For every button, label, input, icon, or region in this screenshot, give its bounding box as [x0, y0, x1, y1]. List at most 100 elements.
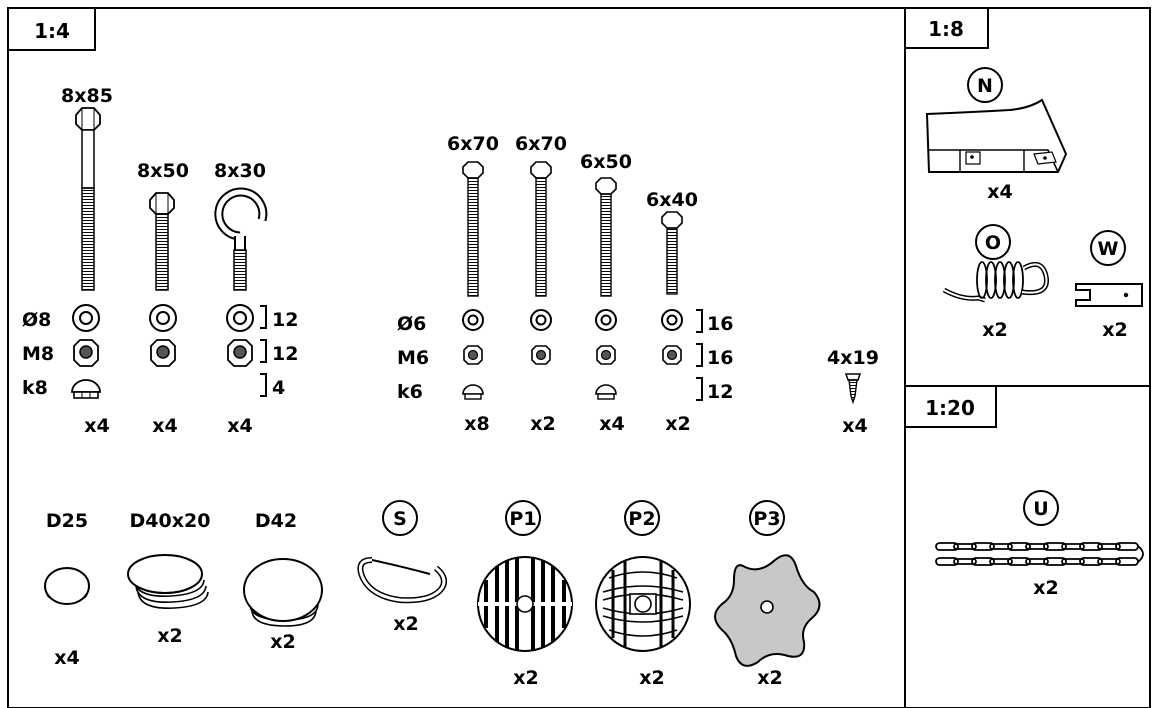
- knob-p3-icon: [714, 554, 821, 667]
- bolt-6x50-icon: [595, 177, 617, 297]
- cap-nut-icon: [71, 379, 101, 399]
- quantity-label: x2: [513, 667, 538, 689]
- disc-p2-icon: [595, 556, 691, 652]
- quantity-label: x4: [842, 415, 867, 437]
- quantity-label: x2: [157, 625, 182, 647]
- bolt-6x40-icon: [661, 211, 683, 295]
- end-cap-d25-icon: [44, 567, 90, 605]
- scale-label-main: 1:4: [34, 19, 70, 43]
- bolt-6x70-icon: [530, 161, 552, 297]
- scale-box-right-top: 1:8: [905, 8, 989, 49]
- hook-bolt-8x30-icon: [214, 187, 268, 291]
- bolt-size-label: 6x40: [646, 189, 698, 211]
- quantity-label: x4: [54, 647, 79, 669]
- bolt-size-label: 8x85: [61, 85, 113, 107]
- nut-icon: [463, 345, 483, 365]
- end-cap-d40x20-icon: [127, 554, 209, 609]
- screw-size-label: 4x19: [827, 347, 879, 369]
- row-count: 12: [707, 381, 733, 403]
- chain-u-icon: [935, 542, 1144, 566]
- quantity-label: x2: [1033, 577, 1058, 599]
- quantity-label: x4: [227, 415, 252, 437]
- row-count: 16: [707, 347, 733, 369]
- nut-icon: [596, 345, 616, 365]
- row-label-washer: Ø6: [397, 313, 426, 335]
- cap-label: D40x20: [130, 510, 211, 532]
- quantity-label: x2: [757, 667, 782, 689]
- part-letter: P3: [753, 508, 780, 530]
- bolt-8x50-icon: [149, 192, 175, 291]
- row-label-nut: M6: [397, 347, 429, 369]
- washer-icon: [149, 304, 177, 332]
- part-letter: S: [393, 508, 407, 530]
- row-label-cap-nut: k8: [22, 377, 48, 399]
- part-marker-p2: P2: [624, 500, 660, 536]
- nut-icon: [227, 339, 253, 367]
- bolt-size-label: 8x30: [214, 160, 266, 182]
- nut-icon: [150, 339, 176, 367]
- bracket-n-icon: [925, 98, 1068, 173]
- quantity-label: x2: [393, 613, 418, 635]
- diagram-frame: [7, 7, 1151, 708]
- quantity-label: x4: [599, 413, 624, 435]
- part-letter: P1: [509, 508, 536, 530]
- bolt-6x70-icon: [462, 161, 484, 297]
- part-letter: W: [1098, 238, 1119, 260]
- washer-icon: [226, 304, 254, 332]
- quantity-label: x2: [665, 413, 690, 435]
- scale-label-right-top: 1:8: [928, 17, 964, 41]
- part-marker-w: W: [1090, 230, 1126, 266]
- scale-box-main: 1:4: [8, 8, 96, 51]
- washer-icon: [595, 309, 617, 331]
- part-marker-n: N: [967, 67, 1003, 103]
- end-cap-d42-icon: [243, 558, 323, 627]
- bolt-size-label: 6x70: [447, 133, 499, 155]
- bolt-8x85-icon: [75, 107, 101, 291]
- quantity-label: x2: [639, 667, 664, 689]
- quantity-label: x2: [982, 319, 1007, 341]
- count-bracket: [260, 305, 267, 397]
- part-letter: O: [985, 232, 1001, 254]
- row-count: 16: [707, 313, 733, 335]
- plate-w-icon: [1075, 283, 1143, 307]
- part-marker-p3: P3: [749, 500, 785, 536]
- quantity-label: x2: [530, 413, 555, 435]
- scale-box-right-bottom: 1:20: [905, 386, 997, 428]
- part-marker-u: U: [1023, 490, 1059, 526]
- nut-icon: [531, 345, 551, 365]
- quantity-label: x4: [84, 415, 109, 437]
- quantity-label: x2: [270, 631, 295, 653]
- nut-icon: [662, 345, 682, 365]
- bolt-size-label: 6x70: [515, 133, 567, 155]
- cap-nut-icon: [462, 384, 484, 400]
- washer-icon: [530, 309, 552, 331]
- part-letter: P2: [628, 508, 655, 530]
- count-bracket: [696, 309, 703, 401]
- disc-p1-icon: [477, 556, 573, 652]
- row-label-washer: Ø8: [22, 309, 51, 331]
- washer-icon: [661, 309, 683, 331]
- scale-label-right-bottom: 1:20: [925, 396, 975, 420]
- nut-icon: [73, 339, 99, 367]
- part-letter: N: [977, 75, 993, 97]
- washer-icon: [462, 309, 484, 331]
- cap-label: D25: [46, 510, 88, 532]
- quantity-label: x4: [152, 415, 177, 437]
- row-label-nut: M8: [22, 343, 54, 365]
- part-marker-s: S: [382, 500, 418, 536]
- washer-icon: [72, 304, 100, 332]
- row-count: 12: [272, 343, 298, 365]
- cap-nut-icon: [595, 384, 617, 400]
- quantity-label: x4: [987, 181, 1012, 203]
- part-marker-p1: P1: [505, 500, 541, 536]
- bolt-size-label: 8x50: [137, 160, 189, 182]
- row-count: 12: [272, 309, 298, 331]
- screw-icon: [844, 373, 862, 405]
- spring-o-icon: [942, 261, 1049, 303]
- cap-label: D42: [255, 510, 297, 532]
- part-marker-o: O: [975, 224, 1011, 260]
- quantity-label: x8: [464, 413, 489, 435]
- quantity-label: x2: [1102, 319, 1127, 341]
- part-letter: U: [1033, 498, 1048, 520]
